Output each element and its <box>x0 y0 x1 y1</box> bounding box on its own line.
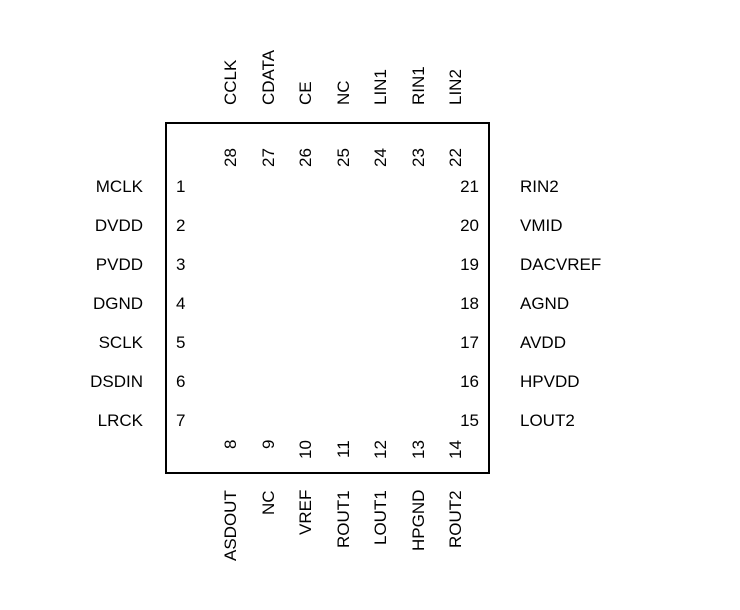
pin-number-15: 15 <box>460 411 479 430</box>
pin-number-12: 12 <box>371 440 390 459</box>
pin-number-6: 6 <box>176 372 186 391</box>
pin-number-14: 14 <box>446 440 465 459</box>
pin-number-9: 9 <box>258 439 278 449</box>
pin-number-16: 16 <box>460 372 479 391</box>
pin-label-rout1-11: ROUT1 <box>333 490 353 548</box>
pin-number-13: 13 <box>408 440 428 459</box>
pin-label-ce-26: CE <box>296 81 315 105</box>
pin-number-22: 22 <box>446 148 465 167</box>
pin-label-lout1-12: LOUT1 <box>371 490 390 545</box>
pin-label-dvdd: DVDD <box>94 216 143 235</box>
pin-number-28: 28 <box>221 148 240 167</box>
pin-label-asdout-8: ASDOUT <box>221 490 240 561</box>
pin-label-dgnd: DGND <box>92 294 143 313</box>
pin-label-dacvref: DACVREF <box>520 255 602 274</box>
pin-label-pvdd: PVDD <box>95 255 143 274</box>
pin-label-rin1-23: RIN1 <box>408 66 428 105</box>
pin-number-27: 27 <box>258 148 278 167</box>
pin-number-8: 8 <box>221 439 240 449</box>
pin-label-hpvdd: HPVDD <box>520 372 580 391</box>
pin-label-cclk-28: CCLK <box>221 59 240 105</box>
pin-number-24: 24 <box>371 148 390 167</box>
pin-number-23: 23 <box>408 148 428 167</box>
pin-label-lout2: LOUT2 <box>520 411 575 430</box>
pin-number-3: 3 <box>176 255 186 274</box>
pin-label-hpgnd-13: HPGND <box>408 489 428 551</box>
pin-number-5: 5 <box>176 333 186 352</box>
pin-label-vref-10: VREF <box>296 489 315 535</box>
pin-number-2: 2 <box>176 216 186 235</box>
package-body-outline <box>165 122 490 474</box>
pin-label-agnd: AGND <box>520 294 570 313</box>
pin-number-20: 20 <box>460 216 479 235</box>
pin-label-dsdin: DSDIN <box>90 372 143 391</box>
pin-number-4: 4 <box>176 294 186 313</box>
pin-number-11: 11 <box>333 440 353 458</box>
pin-number-1: 1 <box>176 177 186 196</box>
pin-label-nc-25: NC <box>333 80 353 105</box>
pin-number-25: 25 <box>333 148 353 167</box>
pin-label-cdata-27: CDATA <box>258 49 278 105</box>
pin-label-avdd: AVDD <box>520 333 566 352</box>
pin-number-7: 7 <box>176 411 186 430</box>
pin-label-lin1-24: LIN1 <box>371 69 390 105</box>
pin-label-rout2-14: ROUT2 <box>446 490 465 548</box>
pin-number-21: 21 <box>460 177 479 196</box>
pin-label-lrck: LRCK <box>97 411 143 430</box>
pin-label-rin2: RIN2 <box>520 177 559 196</box>
pin-number-18: 18 <box>460 294 479 313</box>
pin-label-sclk: SCLK <box>98 333 143 352</box>
pin-number-10: 10 <box>296 440 315 459</box>
pin-label-lin2-22: LIN2 <box>446 69 465 105</box>
pin-number-26: 26 <box>296 148 315 167</box>
pin-number-19: 19 <box>460 255 479 274</box>
pin-label-mclk: MCLK <box>95 177 143 196</box>
pin-label-nc-9: NC <box>258 490 278 515</box>
pin-number-17: 17 <box>460 333 479 352</box>
pin-label-vmid: VMID <box>520 216 563 235</box>
